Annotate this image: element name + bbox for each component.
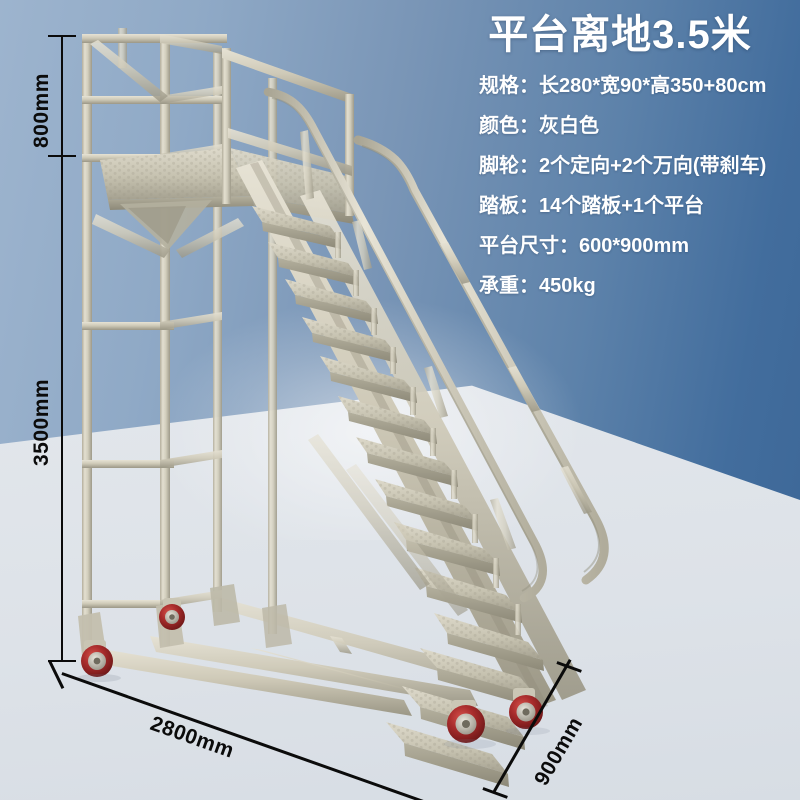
spec-panel: 平台离地3.5米 规格：长280*宽90*高350+80cm 颜色：灰白色 脚轮… (455, 0, 800, 300)
spec-item-color: 颜色：灰白色 (479, 115, 599, 137)
spec-item-load-capacity: 承重：450kg (479, 275, 596, 297)
dimension-tick-top (48, 35, 76, 37)
spec-item-platform-size: 平台尺寸：600*900mm (479, 235, 690, 257)
dimension-label-guardrail-height: 800mm (30, 73, 53, 148)
page-title: 平台离地3.5米 (488, 13, 752, 57)
caster-wheel (81, 640, 113, 677)
spec-list: 规格：长280*宽90*高350+80cm 颜色：灰白色 脚轮：2个定向+2个万… (479, 66, 799, 306)
spec-item-size: 规格：长280*宽90*高350+80cm (479, 75, 767, 97)
dimension-tick-bottom (48, 660, 76, 662)
vertical-dimension-line (61, 36, 63, 662)
spec-item-casters: 脚轮：2个定向+2个万向(带刹车) (479, 155, 767, 177)
spec-item-steps: 踏板：14个踏板+1个平台 (479, 195, 705, 217)
caster-wheel (159, 598, 185, 630)
caster-wheel (447, 700, 485, 743)
dimension-label-platform-height: 3500mm (30, 378, 53, 466)
dimension-tick-middle (48, 155, 76, 157)
